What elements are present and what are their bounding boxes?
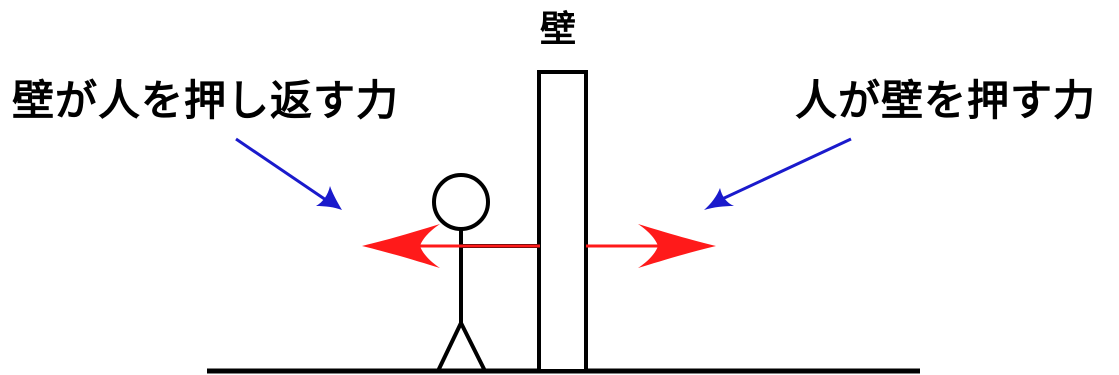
pointer-arrow-right bbox=[704, 137, 852, 210]
person-right-leg bbox=[459, 322, 487, 372]
stick-person bbox=[432, 173, 539, 372]
person-pushes-wall-label: 人が壁を押す力 bbox=[795, 76, 1097, 125]
pointer-arrow-left bbox=[235, 137, 342, 210]
wall-label: 壁 bbox=[540, 9, 577, 50]
wall-pushes-back-label: 壁が人を押し返す力 bbox=[12, 76, 400, 125]
person-head bbox=[432, 173, 490, 231]
person-left-leg bbox=[436, 322, 463, 372]
force-arrow-right bbox=[586, 224, 716, 268]
force-arrow-left bbox=[362, 224, 540, 268]
wall bbox=[537, 70, 588, 373]
